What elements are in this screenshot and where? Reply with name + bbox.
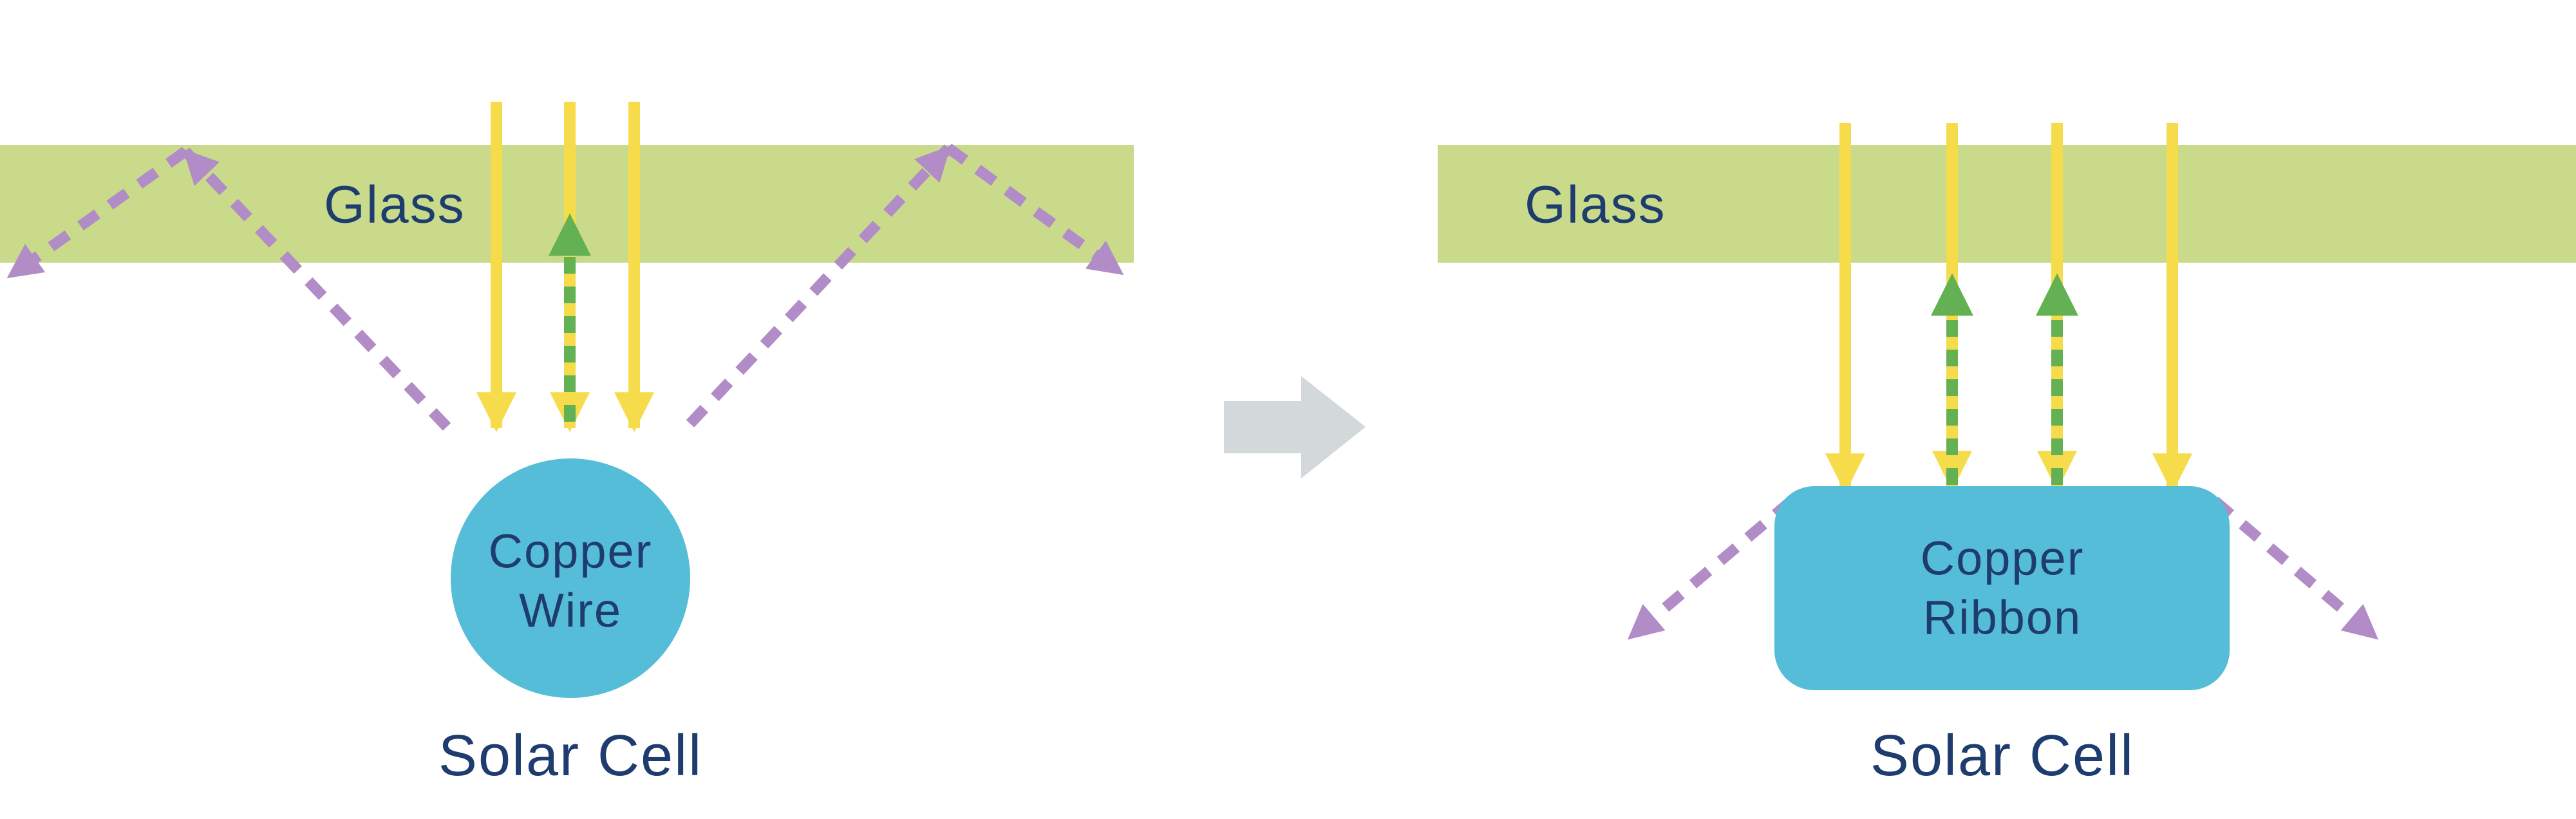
copper-ribbon-rect [1774,486,2230,690]
copper-wire-label-line1: Copper [489,525,653,578]
copper-wire-label-line2: Wire [519,584,622,637]
copper-wire-circle [451,458,690,698]
left-panel: Glass Copper Wire Solar Cell [0,102,1134,788]
copper-ribbon-label-line1: Copper [1921,532,2085,585]
edge-scatter-left-arrow [1626,496,1795,642]
scattered-light-up-left-arrow [181,147,451,431]
scattered-light-up-right-arrow [686,144,953,428]
transition-right-arrow-icon [1224,376,1366,478]
right-panel: Glass Copper Ribbon Solar Cell [1438,123,2576,788]
solar-cell-label-left: Solar Cell [438,724,702,788]
edge-scatter-right-arrow [2211,496,2380,642]
solar-cell-label-right: Solar Cell [1870,724,2134,788]
glass-bar-right [1438,145,2576,263]
glass-label-left: Glass [324,176,465,234]
glass-label-right: Glass [1525,176,1666,234]
copper-ribbon-label-line2: Ribbon [1923,591,2082,645]
